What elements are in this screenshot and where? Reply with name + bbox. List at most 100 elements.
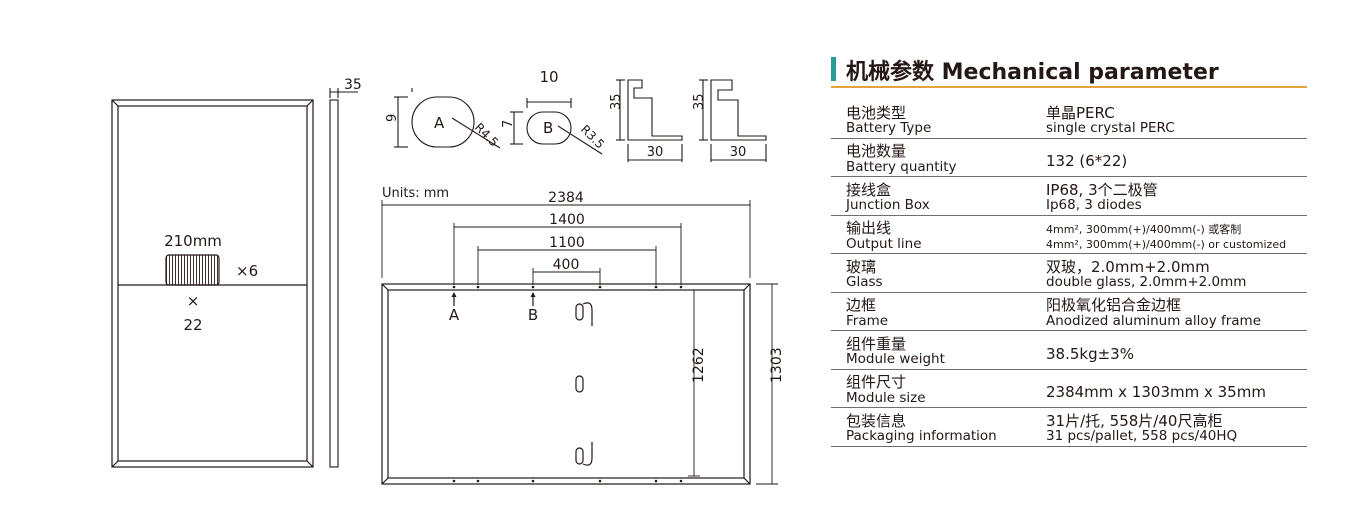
- back-view-panel: [381, 283, 751, 485]
- dim-1303: 1303: [769, 347, 785, 383]
- label-cn: 电池数量: [846, 142, 907, 161]
- label-cn: 玻璃: [846, 257, 877, 276]
- cell-size-label: 210mm: [164, 232, 222, 250]
- hole-b-shape: [526, 111, 572, 145]
- value-cn: 31片/托, 558片/40尺高柜: [1046, 411, 1223, 430]
- label-cn: 组件重量: [846, 334, 907, 353]
- value-en: double glass, 2.0mm+2.0mm: [1046, 274, 1247, 291]
- profile-2-width: 30: [730, 145, 747, 160]
- hole-dots: [451, 285, 683, 483]
- front-frame-inner: [117, 105, 308, 462]
- label-en: Module size: [846, 389, 926, 406]
- hole-b-detail: [510, 98, 603, 155]
- dim-2384: 2384: [548, 190, 584, 206]
- value-cn: IP68, 3个二极管: [1046, 180, 1158, 199]
- value-en: 31 pcs/pallet, 558 pcs/40HQ: [1046, 428, 1238, 445]
- dim-1100: 1100: [549, 235, 585, 251]
- side-profile: [329, 99, 339, 468]
- label-cn: 电池类型: [846, 103, 907, 122]
- value-cn: 单晶PERC: [1046, 103, 1115, 122]
- units-label: Units: mm: [382, 186, 449, 201]
- dim-1262: 1262: [691, 347, 707, 383]
- frame-profile-1: [616, 79, 683, 162]
- hole-b-width: 10: [539, 68, 558, 86]
- hole-b-label: B: [543, 119, 553, 137]
- value-en: 4mm², 300mm(+)/400mm(-) or customized: [1046, 238, 1287, 252]
- slot-middle: [575, 375, 584, 393]
- marker-b: B: [528, 306, 538, 324]
- label-en: Frame: [846, 312, 889, 329]
- row-value: 132 (6*22): [1046, 152, 1128, 174]
- label-cn: 接线盒: [846, 180, 892, 199]
- hole-a-shape: [411, 96, 475, 148]
- times-symbol: ×: [187, 292, 200, 310]
- rows-count-label: 22: [183, 316, 202, 334]
- side-view: [329, 88, 358, 468]
- profile-1-height: 35: [609, 93, 624, 110]
- front-view: [111, 99, 314, 468]
- slot-top: [575, 303, 584, 321]
- profile-1-width: 30: [647, 145, 664, 160]
- value-cn: 4mm², 300mm(+)/400mm(-) 或客制: [1046, 222, 1242, 236]
- value-single: 38.5kg±3%: [1046, 344, 1134, 363]
- hole-a-detail: [394, 88, 501, 149]
- hole-b-radius: R3.5: [578, 122, 607, 151]
- marker-a: A: [449, 306, 460, 324]
- value-cn: 阳极氧化铝合金边框: [1046, 296, 1182, 315]
- spec-title: 机械参数 Mechanical parameter: [846, 60, 1219, 85]
- label-en: Glass: [846, 274, 883, 291]
- back-view-dimensions: [381, 200, 778, 485]
- dim-1400: 1400: [549, 212, 585, 228]
- cell-block: [165, 254, 220, 286]
- label-en: Battery Type: [846, 120, 932, 137]
- value-en: Ip68, 3 diodes: [1046, 197, 1142, 214]
- label-en: Battery quantity: [846, 158, 957, 175]
- profile-2-height: 35: [692, 93, 707, 110]
- back-frame-inner: [387, 289, 745, 479]
- hole-b-height: 7: [501, 120, 516, 128]
- row-value: 2384mm x 1303mm x 35mm: [1046, 383, 1266, 405]
- value-en: Anodized aluminum alloy frame: [1046, 312, 1262, 329]
- back-frame-outer: [381, 283, 751, 485]
- label-en: Module weight: [846, 351, 945, 368]
- label-cn: 输出线: [846, 219, 892, 238]
- label-en: Packaging information: [846, 428, 997, 445]
- side-thickness-label: 35: [344, 77, 362, 93]
- value-single: 2384mm x 1303mm x 35mm: [1046, 383, 1266, 402]
- slot-bottom: [575, 447, 584, 465]
- dim-400: 400: [553, 257, 580, 273]
- value-cn: 双玻，2.0mm+2.0mm: [1046, 257, 1210, 276]
- label-en: Output line: [846, 235, 922, 252]
- row-value: 4mm², 300mm(+)/400mm(-) 或客制 4mm², 300mm(+…: [1046, 224, 1286, 251]
- frame-profile-2: [699, 79, 767, 162]
- value-en: single crystal PERC: [1046, 120, 1175, 137]
- row-value: 38.5kg±3%: [1046, 344, 1134, 367]
- spec-header: 机械参数 Mechanical parameter: [831, 52, 1307, 88]
- front-frame-outer: [111, 99, 314, 468]
- title-accent-bar: [831, 57, 836, 81]
- label-cn: 边框: [846, 296, 877, 315]
- value-single: 132 (6*22): [1046, 152, 1128, 171]
